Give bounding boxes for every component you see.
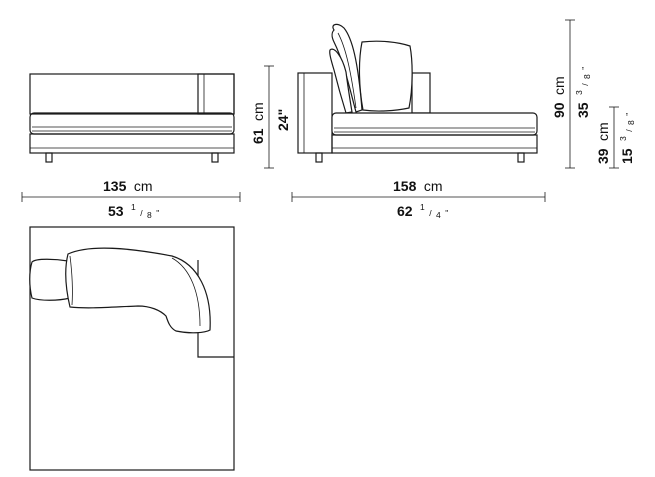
- front-height-cm-unit: cm: [250, 102, 266, 121]
- svg-text:135 cm: 135 cm: [103, 178, 152, 195]
- front-width-cm-value: 135: [103, 178, 127, 194]
- side-width-cm-unit: cm: [424, 178, 443, 194]
- svg-text:39 cm: 39 cm: [595, 122, 612, 164]
- total-height-inch-whole: 35: [575, 102, 591, 118]
- seat-height-cm-unit: cm: [595, 122, 611, 141]
- total-height-dimension: 90 cm 35 3 / 8 ": [551, 19, 594, 169]
- svg-text:62 1 / 4: 62 1 / 4 ": [397, 197, 448, 222]
- front-width-dimension: 135 cm 53 1 / 8 ": [21, 178, 241, 222]
- total-height-cm-unit: cm: [551, 76, 567, 95]
- side-width-cm-value: 158: [393, 178, 417, 194]
- svg-text:15 3 / 8: 15 3 / 8 ": [613, 113, 638, 164]
- svg-text:158 cm: 158 cm: [393, 178, 442, 195]
- svg-text:35 3 / 8: 35 3 / 8 ": [569, 67, 594, 118]
- front-height-dimension: 61 cm 24": [250, 65, 291, 169]
- side-width-inch-whole: 62: [397, 203, 413, 219]
- front-view: [29, 73, 235, 163]
- seat-height-inch-whole: 15: [619, 148, 635, 164]
- front-height-inch: 24": [275, 109, 291, 131]
- side-width-dimension: 158 cm 62 1 / 4 ": [291, 178, 546, 222]
- seat-height-dimension: 39 cm 15 3 / 8 ": [595, 106, 638, 169]
- svg-text:53 1 / 8: 53 1 / 8 ": [108, 197, 159, 222]
- seat-height-cm-value: 39: [595, 148, 611, 164]
- top-view: [29, 226, 235, 471]
- total-height-cm-value: 90: [551, 102, 567, 118]
- front-width-inch-whole: 53: [108, 203, 124, 219]
- front-width-cm-unit: cm: [134, 178, 153, 194]
- front-height-cm-value: 61: [250, 128, 266, 144]
- svg-text:61 cm: 61 cm: [250, 102, 267, 144]
- svg-text:90 cm: 90 cm: [551, 76, 568, 118]
- side-view: [297, 23, 538, 163]
